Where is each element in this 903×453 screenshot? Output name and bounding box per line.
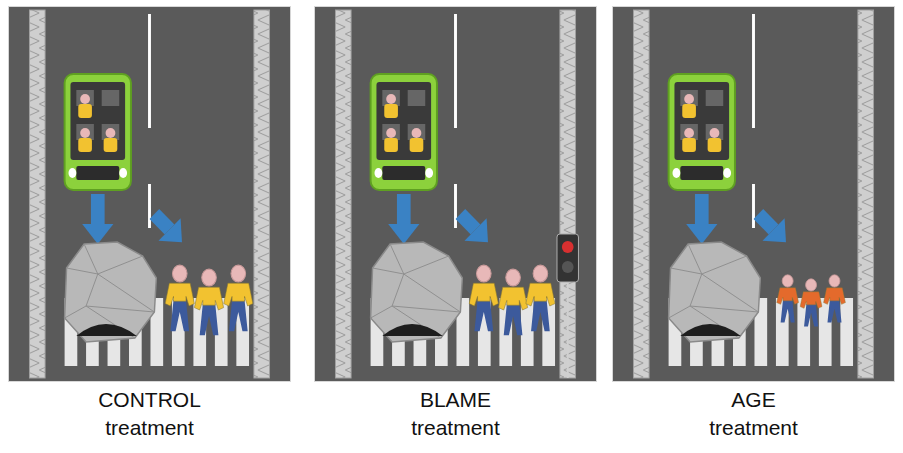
blame-scene: [314, 7, 596, 382]
control-scene: [8, 7, 290, 382]
treatment-panel: CONTROL treatment: [8, 6, 291, 446]
treatment-panel: BLAME treatment: [314, 6, 597, 446]
age-scene: [612, 7, 894, 382]
panel-caption: AGE treatment: [689, 386, 819, 442]
panel-caption: CONTROL treatment: [85, 386, 215, 442]
treatment-panel: AGE treatment: [612, 6, 895, 446]
panel-caption: BLAME treatment: [391, 386, 521, 442]
